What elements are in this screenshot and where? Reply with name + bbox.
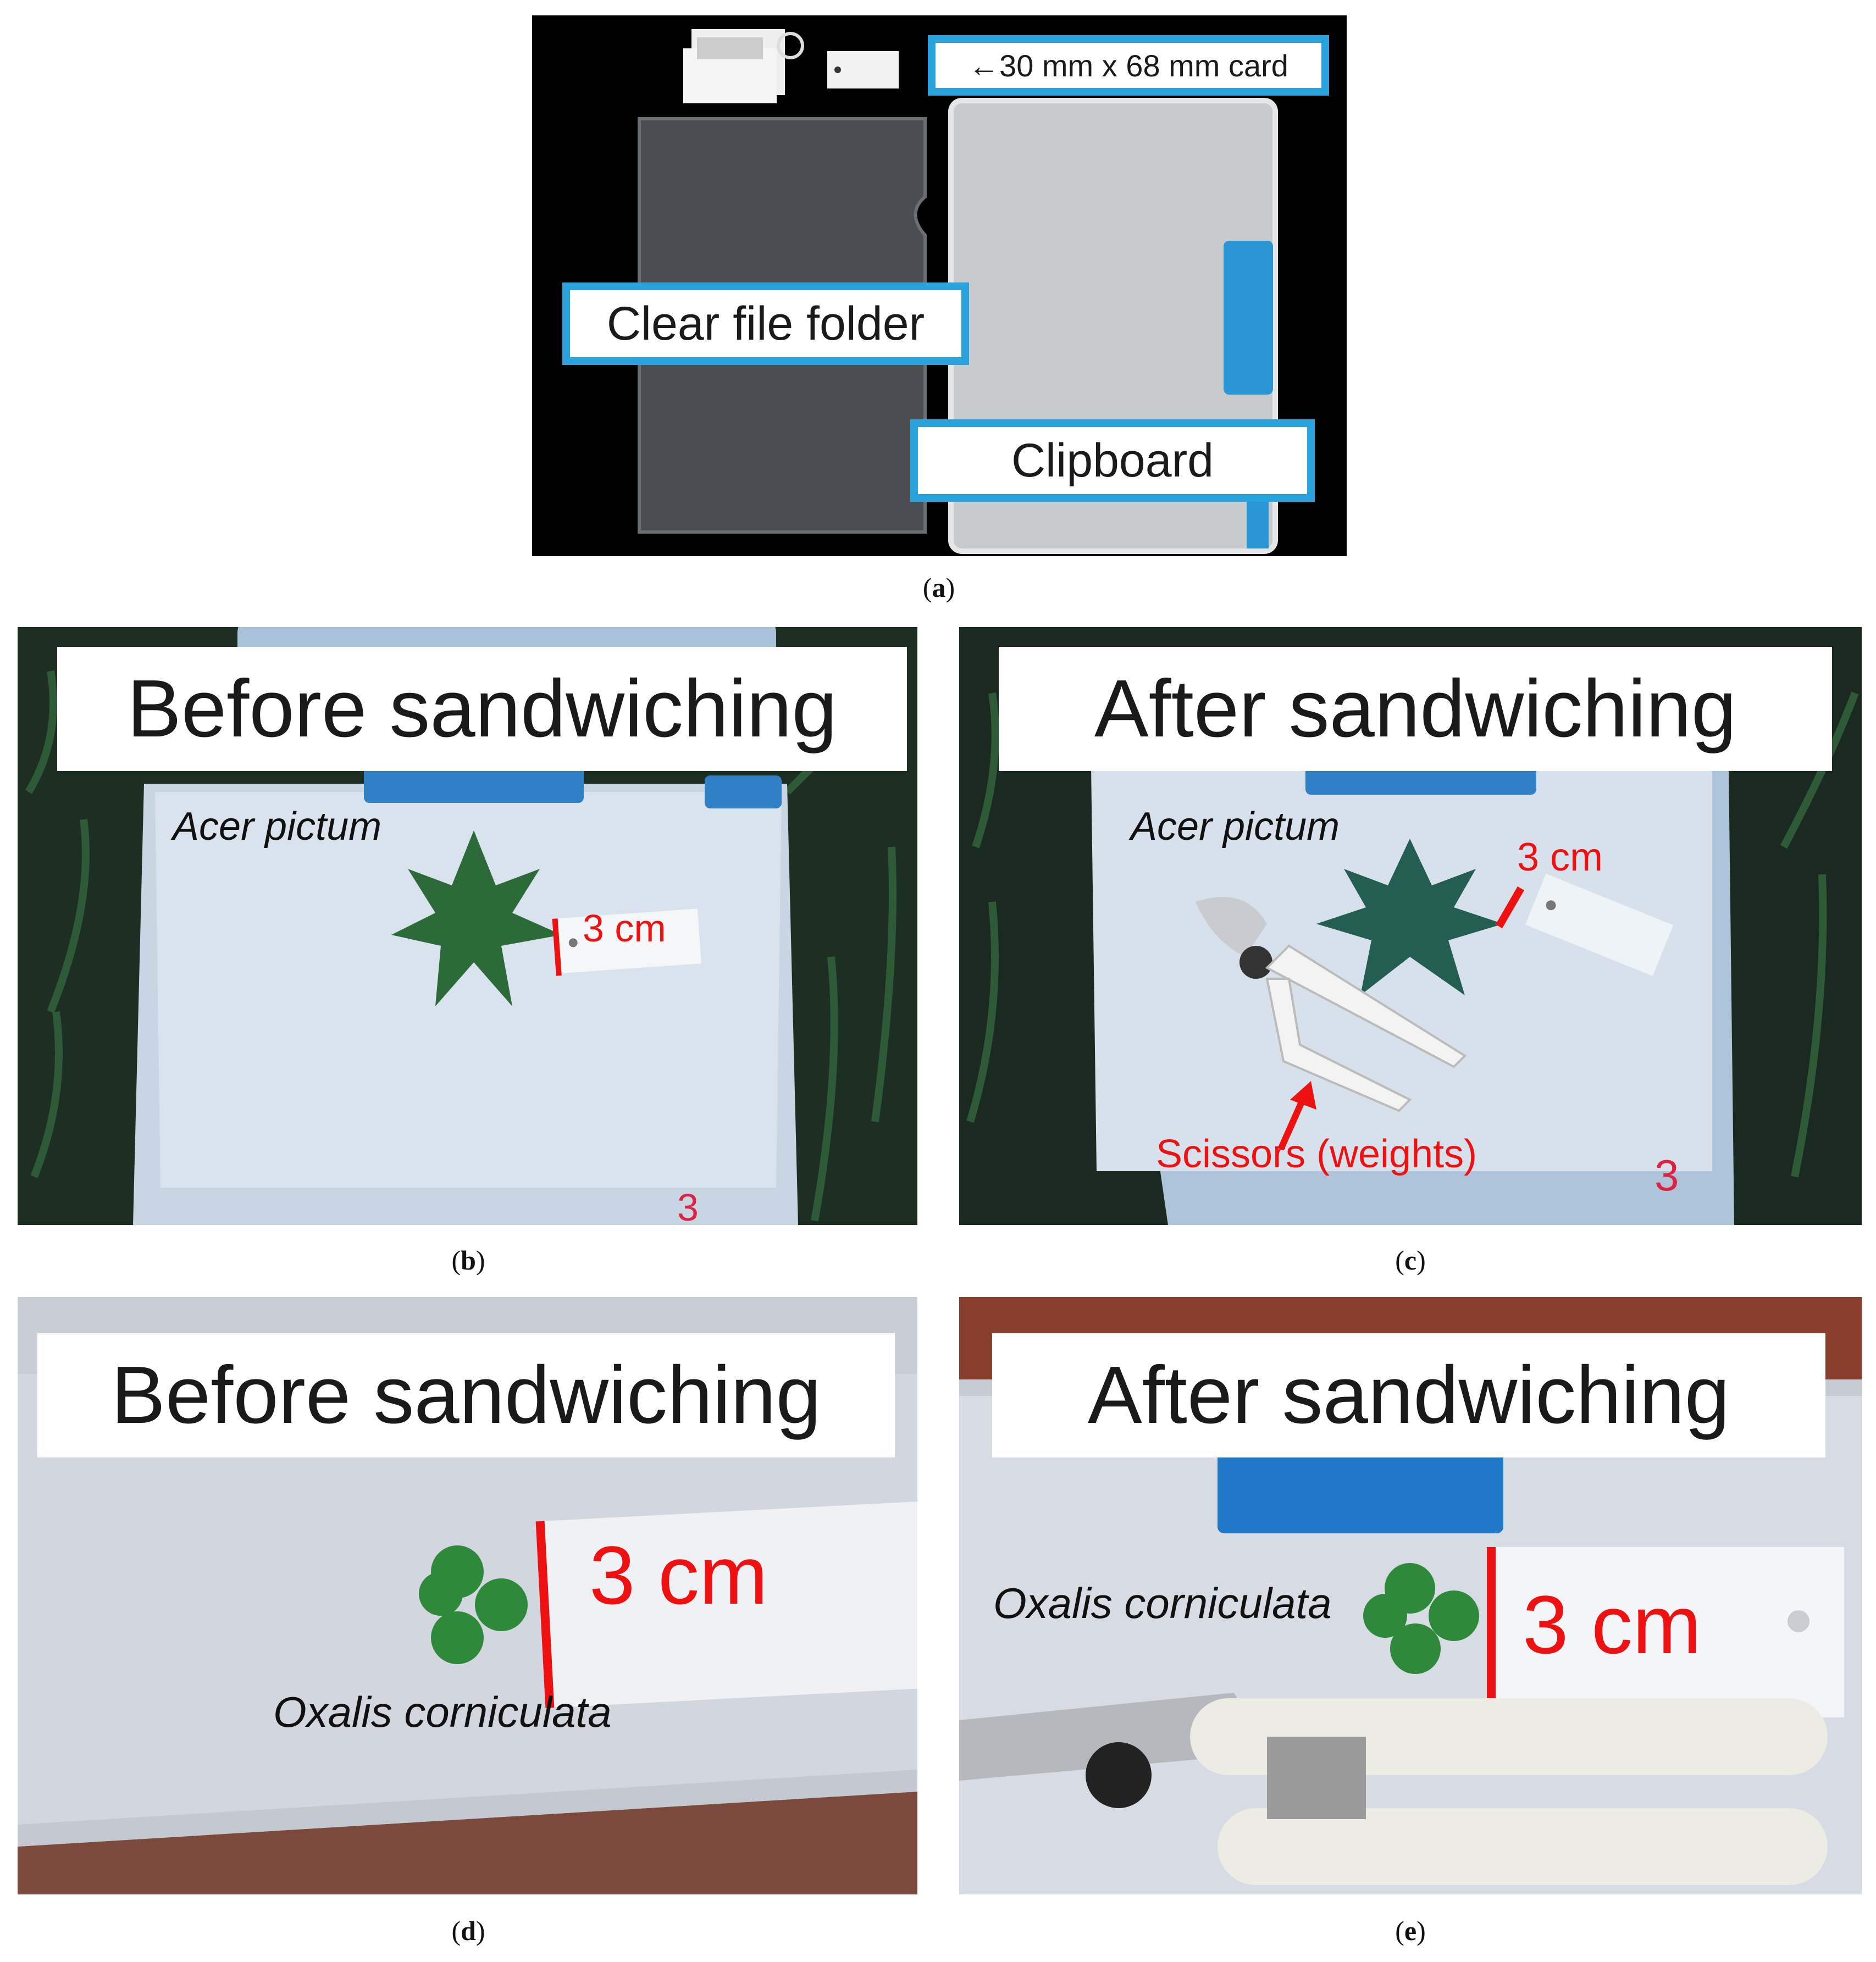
clover-leaf (419, 1545, 528, 1664)
maple-leaf (1316, 839, 1503, 995)
photo-panel-a: ←30 mm x 68 mm card Clear file folder Cl… (532, 15, 1347, 556)
caption-a: (a) (922, 572, 955, 603)
clipboard-clip (364, 764, 584, 803)
card-size-label: ←30 mm x 68 mm card (928, 35, 1329, 96)
photo-panel-c: 3 After sandwiching Acer pictum 3 cm Sci… (959, 627, 1862, 1225)
panel-b-species: Acer pictum (173, 805, 382, 849)
panel-d-scale-label: 3 cm (589, 1529, 768, 1621)
clover-leaf (1363, 1563, 1479, 1674)
panel-e-heading: After sandwiching (992, 1333, 1825, 1457)
clipboard-clip (1218, 1451, 1503, 1533)
panel-d-heading: Before sandwiching (37, 1333, 895, 1457)
caption-e: (e) (1395, 1915, 1426, 1946)
arrow-icon (1277, 1081, 1316, 1151)
maple-leaf (391, 830, 562, 1006)
scissors-weights (959, 1693, 1828, 1885)
panel-e-scale-label: 3 cm (1523, 1578, 1702, 1671)
grass-background (966, 691, 1859, 1178)
clipboard-label: Clipboard (910, 419, 1315, 502)
svg-text:3: 3 (1654, 1151, 1679, 1200)
folder-label: Clear file folder (562, 282, 969, 365)
panel-c-weights-label: Scissors (weights) (1156, 1132, 1477, 1176)
caption-b: (b) (451, 1245, 485, 1276)
photo-panel-e: After sandwiching Oxalis corniculata 3 c… (959, 1297, 1862, 1894)
panel-e-species: Oxalis corniculata (993, 1579, 1332, 1627)
panel-c-species: Acer pictum (1131, 805, 1340, 849)
scale-card (1487, 1547, 1844, 1717)
scale-bar (552, 918, 562, 976)
caption-d: (d) (451, 1915, 485, 1946)
photo-panel-b: 3 Before sandwiching Acer pictum 3 cm (18, 627, 917, 1225)
panel-d-species: Oxalis corniculata (273, 1688, 612, 1736)
scale-bar (1487, 1547, 1496, 1717)
scissors-weights (1196, 897, 1467, 1112)
scale-card (552, 908, 701, 976)
scale-bar (1495, 886, 1525, 929)
clipboard (1091, 767, 1712, 1171)
card-ring-stack (683, 29, 804, 103)
panel-c-heading: After sandwiching (999, 647, 1832, 771)
wood-floor (18, 1792, 917, 1894)
panel-c-scale-label: 3 cm (1517, 835, 1603, 879)
caption-c: (c) (1395, 1245, 1426, 1276)
panel-b-scale-label: 3 cm (583, 907, 666, 950)
panel-b-heading: Before sandwiching (57, 647, 907, 771)
scale-card (535, 1501, 917, 1709)
scale-bar (535, 1521, 555, 1709)
scale-card (1525, 873, 1674, 977)
leaf-after-photo: 3 (966, 691, 1859, 1225)
photo-panel-d: Before sandwiching 3 cm Oxalis cornicula… (18, 1297, 917, 1894)
svg-text:3: 3 (677, 1186, 699, 1225)
